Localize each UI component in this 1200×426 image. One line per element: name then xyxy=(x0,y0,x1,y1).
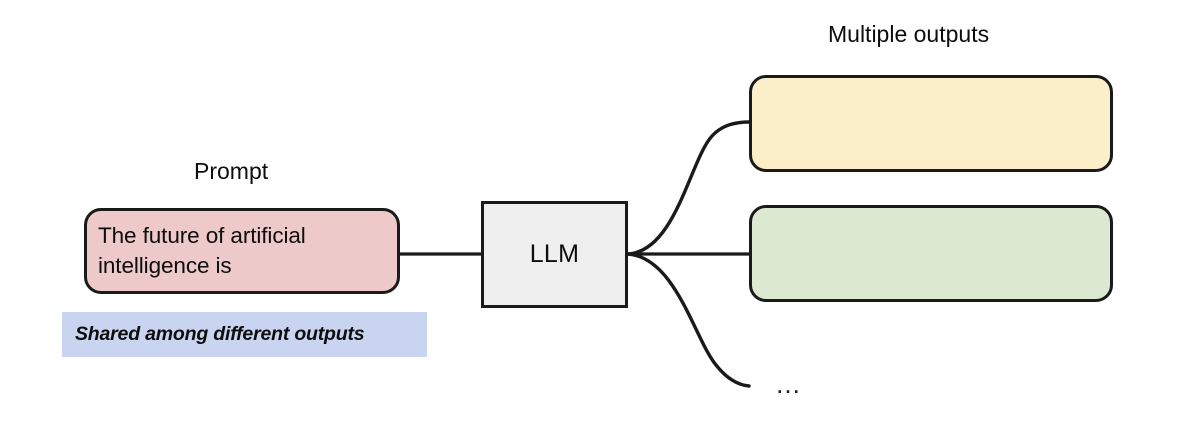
output-node-2[interactable] xyxy=(749,205,1113,302)
multiple-outputs-label: Multiple outputs xyxy=(828,21,990,47)
shared-among-outputs-note: Shared among different outputs xyxy=(62,312,427,357)
more-outputs-ellipsis: … xyxy=(775,369,804,399)
shared-among-outputs-note-text: Shared among different outputs xyxy=(75,323,365,345)
llm-node[interactable]: LLM xyxy=(481,201,628,308)
prompt-label: Prompt xyxy=(194,158,269,184)
prompt-node-text: The future of artificial intelligence is xyxy=(98,223,306,278)
llm-node-label: LLM xyxy=(529,240,580,268)
edge-llm-to-ellipsis xyxy=(626,252,751,388)
edge-llm-to-output1 xyxy=(626,120,751,256)
prompt-node[interactable]: The future of artificial intelligence is xyxy=(84,208,400,294)
output-node-1[interactable] xyxy=(749,75,1113,172)
